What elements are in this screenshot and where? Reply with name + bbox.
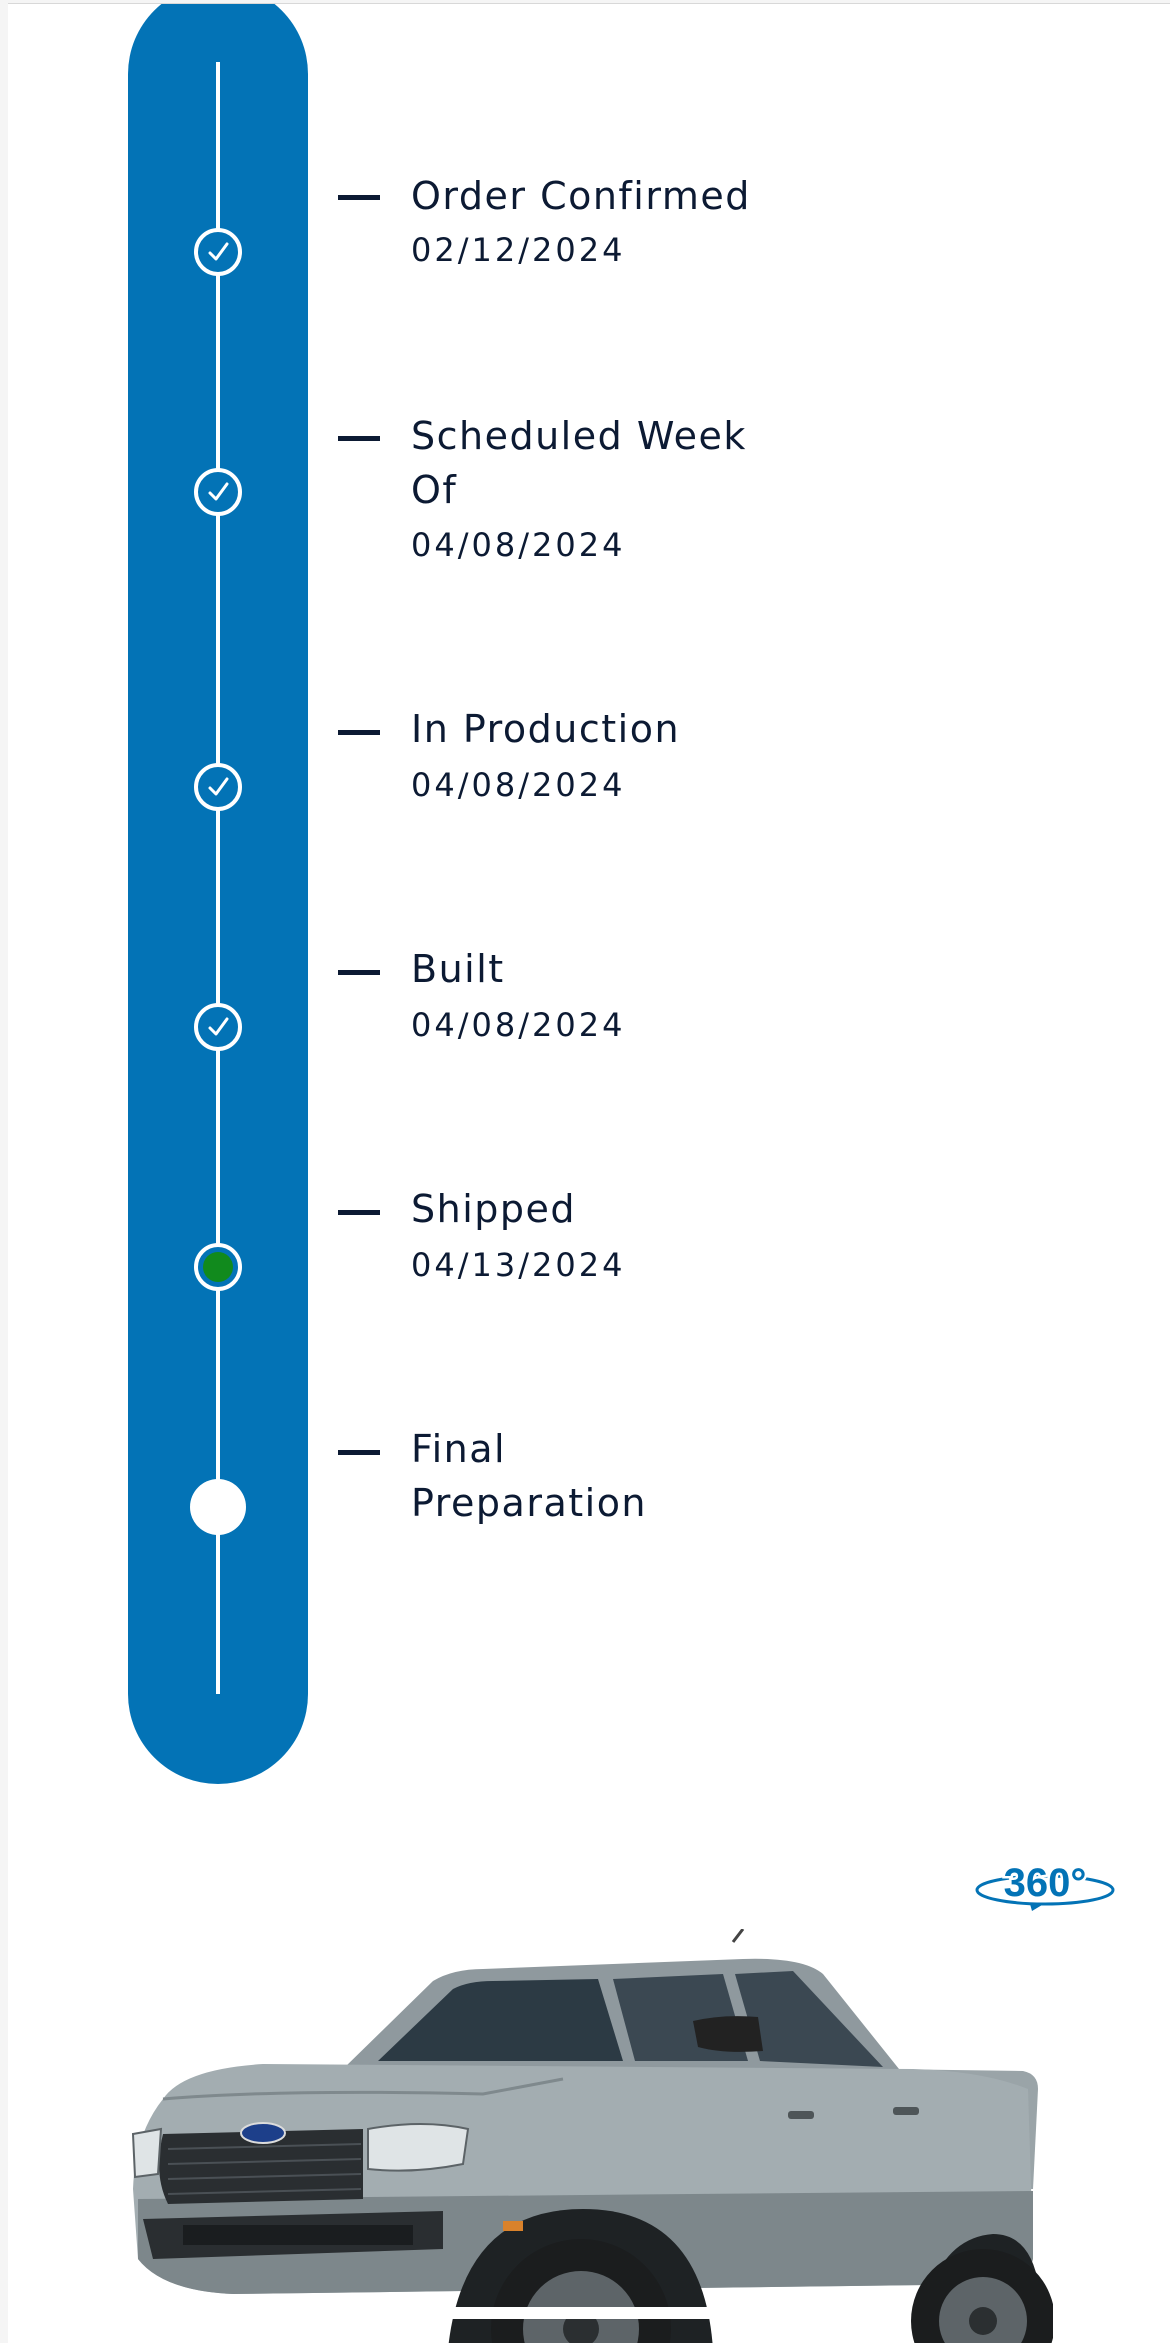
step-date-order-confirmed: 02/12/2024 — [411, 231, 626, 269]
step-date-built: 04/08/2024 — [411, 1006, 626, 1044]
step-title-final-preparation: Final Preparation — [411, 1427, 648, 1525]
pickup-truck-image — [123, 1928, 1055, 2343]
current-dot-icon — [194, 1243, 242, 1291]
rotate-360-icon: 360° — [975, 1859, 1115, 1911]
step-title-scheduled-week: Scheduled Week Of — [411, 414, 747, 512]
step-connector-dash — [338, 195, 380, 200]
step-title-in-production: In Production — [411, 707, 681, 751]
step-date-scheduled-week: 04/08/2024 — [411, 526, 626, 564]
order-tracker-page: Order Confirmed 02/12/2024 Scheduled Wee… — [8, 3, 1170, 2343]
step-title-order-confirmed: Order Confirmed — [411, 174, 751, 218]
step-connector-dash — [338, 1210, 380, 1215]
step-title-shipped: Shipped — [411, 1187, 577, 1231]
step-connector-dash — [338, 436, 380, 441]
svg-text:360°: 360° — [1004, 1861, 1087, 1905]
check-circle-icon — [194, 228, 242, 276]
step-connector-dash — [338, 1450, 380, 1455]
step-date-in-production: 04/08/2024 — [411, 766, 626, 804]
timeline-line — [216, 62, 220, 1694]
empty-circle-icon — [190, 1479, 246, 1535]
step-connector-dash — [338, 970, 380, 975]
home-indicator[interactable] — [378, 2307, 798, 2319]
rotate-360-button[interactable]: 360° — [970, 1852, 1120, 1922]
step-title-built: Built — [411, 947, 505, 991]
check-circle-icon — [194, 763, 242, 811]
check-circle-icon — [194, 468, 242, 516]
check-circle-icon — [194, 1003, 242, 1051]
step-connector-dash — [338, 730, 380, 735]
step-date-shipped: 04/13/2024 — [411, 1246, 626, 1284]
